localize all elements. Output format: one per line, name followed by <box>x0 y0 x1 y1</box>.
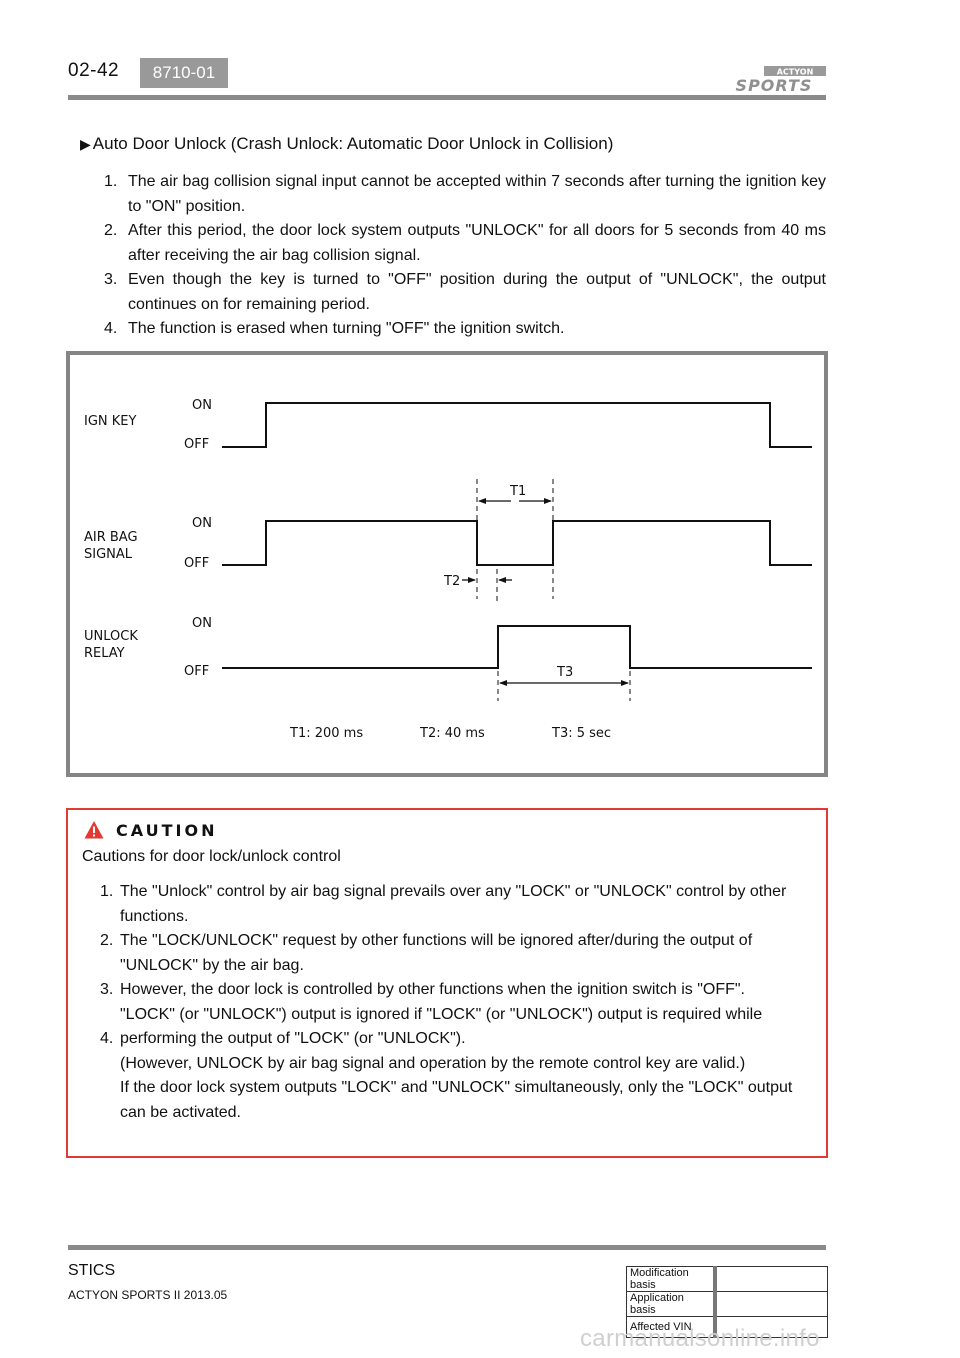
table-row: Affected VIN <box>626 1316 828 1338</box>
list-item: 3. Even though the key is turned to "OFF"… <box>104 268 826 317</box>
list-item: can be activated. <box>100 1101 814 1126</box>
airbag-on-label: ON <box>192 516 212 531</box>
step-number: 1. <box>104 173 118 190</box>
basis-value <box>714 1316 828 1338</box>
ign-key-on-label: ON <box>192 398 212 413</box>
caution-text: functions. <box>120 907 189 925</box>
basis-value <box>714 1266 828 1292</box>
step-text: Even though the key is turned to "OFF" p… <box>128 271 826 313</box>
step-text: The function is erased when turning "OFF… <box>128 320 565 337</box>
steps-list: 1. The air bag collision signal input can… <box>104 170 826 342</box>
airbag-waveform <box>222 520 812 566</box>
actyon-sports-logo: ACTYON SPORTS <box>736 66 826 94</box>
step-number: 3. <box>104 271 118 288</box>
logo-model-text: SPORTS <box>736 76 813 94</box>
list-item: 1. The air bag collision signal input can… <box>104 170 826 219</box>
warning-icon <box>84 821 104 839</box>
caution-number: 2. <box>100 932 114 949</box>
t1-label: T1 <box>509 484 526 499</box>
list-item: 2. After this period, the door lock syste… <box>104 219 826 268</box>
caution-list: 1. The "Unlock" control by air bag signal… <box>100 880 814 1125</box>
logo-brand-plate <box>764 66 826 76</box>
list-item: 2. The "LOCK/UNLOCK" request by other fun… <box>100 929 814 954</box>
unlock-relay-label-line2: RELAY <box>84 646 125 661</box>
header-rule <box>68 95 826 100</box>
caution-number <box>100 1076 120 1101</box>
ign-key-label: IGN KEY <box>84 414 137 429</box>
table-row: Modification basis <box>626 1266 828 1292</box>
airbag-off-label: OFF <box>184 556 209 571</box>
list-item: 4. The function is erased when turning "O… <box>104 317 826 342</box>
airbag-signal-label-line2: SIGNAL <box>84 547 133 562</box>
caution-text: (However, UNLOCK by air bag signal and o… <box>120 1054 746 1072</box>
footer-model: ACTYON SPORTS II 2013.05 <box>68 1288 228 1302</box>
list-item: "LOCK" (or "UNLOCK") output is ignored i… <box>100 1003 814 1028</box>
triangle-bullet-icon: ▶ <box>80 136 91 152</box>
legend-t2: T2: 40 ms <box>419 726 485 741</box>
caution-text: can be activated. <box>120 1103 241 1121</box>
caution-number <box>100 1101 120 1126</box>
footer-section-name: STICS <box>68 1262 116 1279</box>
caution-header: CAUTION <box>84 820 217 840</box>
caution-text: "UNLOCK" by the air bag. <box>120 956 304 974</box>
t2-label: T2 <box>443 574 460 589</box>
unlock-relay-label-line1: UNLOCK <box>84 629 138 644</box>
caution-text: "LOCK" (or "UNLOCK") output is ignored i… <box>120 1005 763 1023</box>
caution-number: 4. <box>100 1030 114 1047</box>
caution-title: CAUTION <box>116 820 218 840</box>
legend-t1: T1: 200 ms <box>289 726 363 741</box>
caution-number <box>100 1052 120 1077</box>
ign-key-off-label: OFF <box>184 437 209 452</box>
list-item: 1. The "Unlock" control by air bag signal… <box>100 880 814 905</box>
unlock-off-label: OFF <box>184 664 209 679</box>
list-item: (However, UNLOCK by air bag signal and o… <box>100 1052 814 1077</box>
basis-table: Modification basis Application basis Aff… <box>626 1266 828 1338</box>
basis-label: Modification basis <box>626 1266 717 1292</box>
table-row: Application basis <box>626 1291 828 1317</box>
caution-number <box>100 954 120 979</box>
basis-label: Application basis <box>626 1291 717 1317</box>
caution-number: 1. <box>100 883 114 900</box>
t3-label: T3 <box>556 665 573 680</box>
airbag-signal-label-line1: AIR BAG <box>84 530 138 545</box>
step-text: After this period, the door lock system … <box>128 222 826 264</box>
watermark: carmanualsonline.info <box>580 1325 820 1352</box>
timing-diagram-svg: IGN KEY ON OFF AIR BAG SIGNAL ON OFF T1 … <box>84 398 812 741</box>
caution-number <box>100 905 120 930</box>
legend-t3: T3: 5 sec <box>551 726 611 741</box>
caution-text: The "Unlock" control by air bag signal p… <box>120 883 787 900</box>
basis-label: Affected VIN <box>626 1316 717 1338</box>
caution-number: 3. <box>100 981 114 998</box>
caution-text: performing the output of "LOCK" (or "UNL… <box>120 1030 466 1047</box>
ign-key-waveform <box>222 402 812 448</box>
step-number: 4. <box>104 320 118 337</box>
page-number: 02-42 <box>68 60 120 81</box>
caution-box: CAUTION Cautions for door lock/unlock co… <box>66 808 828 1158</box>
section-code-badge: 8710-01 <box>140 58 228 88</box>
unlock-on-label: ON <box>192 616 212 631</box>
caution-text: If the door lock system outputs "LOCK" a… <box>120 1079 793 1096</box>
list-item: 4. performing the output of "LOCK" (or "U… <box>100 1027 814 1052</box>
list-item: 3. However, the door lock is controlled b… <box>100 978 814 1003</box>
unlock-relay-waveform <box>222 625 812 669</box>
list-item: If the door lock system outputs "LOCK" a… <box>100 1076 814 1101</box>
caution-number <box>100 1003 120 1028</box>
step-text: The air bag collision signal input canno… <box>128 173 826 215</box>
section-title-text: Auto Door Unlock (Crash Unlock: Automati… <box>92 134 614 153</box>
logo-brand-text: ACTYON <box>777 68 814 77</box>
basis-value <box>714 1291 828 1317</box>
list-item: functions. <box>100 905 814 930</box>
list-item: "UNLOCK" by the air bag. <box>100 954 814 979</box>
footer-rule <box>68 1245 826 1250</box>
caution-text: The "LOCK/UNLOCK" request by other funct… <box>120 932 753 949</box>
caution-intro: Cautions for door lock/unlock control <box>82 848 341 865</box>
section-title: ▶Auto Door Unlock (Crash Unlock: Automat… <box>80 134 613 154</box>
timing-diagram: IGN KEY ON OFF AIR BAG SIGNAL ON OFF T1 … <box>66 351 828 777</box>
step-number: 2. <box>104 222 118 239</box>
caution-text: However, the door lock is controlled by … <box>120 981 745 998</box>
